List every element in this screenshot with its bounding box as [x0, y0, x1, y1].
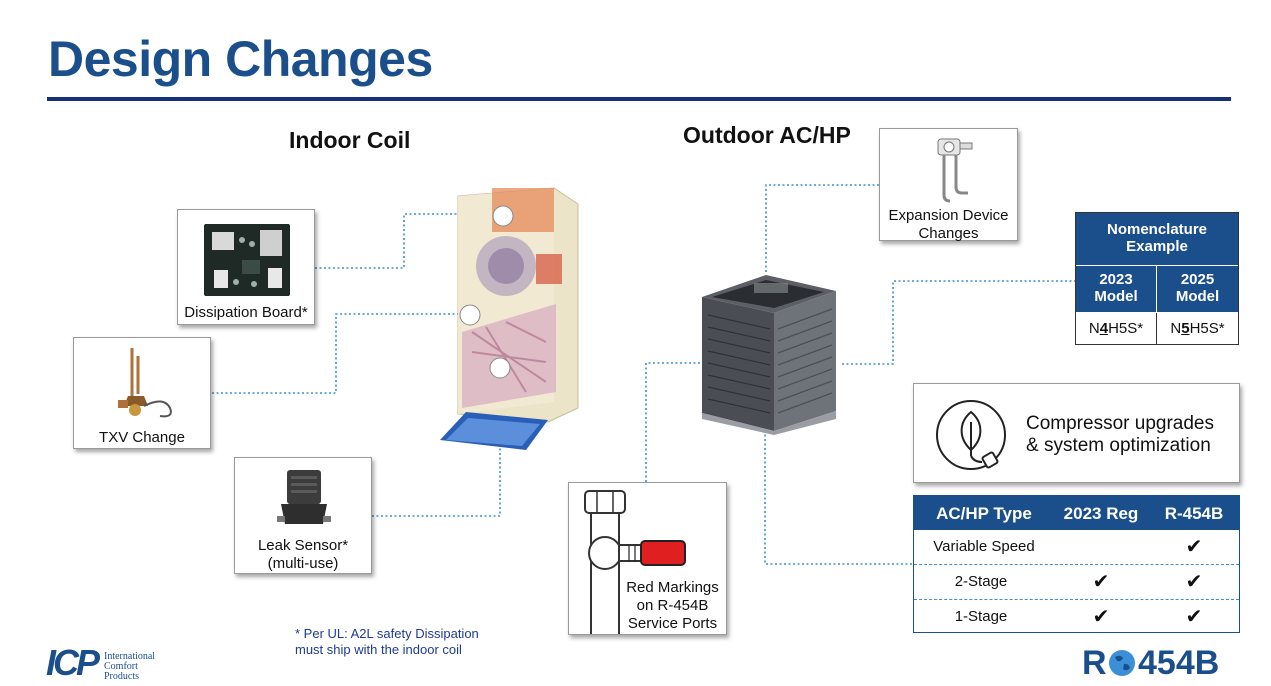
- leader-matrix: [764, 430, 913, 565]
- table-row: 2-Stage ✔ ✔: [914, 565, 1239, 600]
- row-type: 1-Stage: [954, 608, 1008, 625]
- matrix-header-r454b: R-454B: [1164, 504, 1224, 523]
- footnote-line-2: must ship with the indoor coil: [295, 642, 462, 657]
- table-row: 1-Stage ✔ ✔: [914, 600, 1239, 634]
- expansion-device-label-2: Changes: [918, 225, 979, 242]
- leak-sensor-callout: Leak Sensor* (multi-use): [234, 457, 372, 574]
- expansion-valve-icon: [937, 138, 973, 203]
- leader-expansion: [765, 184, 879, 272]
- matrix-header-row: AC/HP Type 2023 Reg R-454B: [914, 496, 1239, 530]
- red-markings-callout: Red Markings on R-454B Service Ports: [568, 482, 727, 635]
- leak-sensor-icon: [277, 470, 331, 524]
- matrix-header-2023: 2023 Reg: [1063, 504, 1139, 523]
- row-r454b-check: ✔: [1185, 606, 1203, 628]
- row-r454b-check: ✔: [1185, 571, 1203, 593]
- txv-change-callout: TXV Change: [73, 337, 211, 449]
- indoor-coil-illustration: [440, 187, 579, 450]
- leak-sensor-label-2: (multi-use): [267, 555, 339, 572]
- nomenclature-table: Nomenclature Example 2023 Model 2025 Mod…: [1075, 212, 1239, 345]
- marker-sensor: [489, 357, 511, 379]
- page-title: Design Changes: [48, 31, 433, 87]
- icp-logo: ICP International Comfort Products: [46, 642, 166, 684]
- leaf-plug-icon: [936, 400, 1006, 470]
- dissipation-board-callout: Dissipation Board*: [177, 209, 315, 325]
- red-markings-label-1: Red Markings: [626, 579, 719, 596]
- ac-hp-type-table: AC/HP Type 2023 Reg R-454B Variable Spee…: [913, 495, 1240, 633]
- row-2023-check: ✔: [1092, 606, 1110, 628]
- row-2023-check: ✔: [1092, 571, 1110, 593]
- r454b-logo: R 454B: [1082, 644, 1220, 682]
- service-port-icon: [584, 490, 686, 634]
- indoor-coil-heading: Indoor Coil: [289, 127, 411, 153]
- compressor-line-1: Compressor upgrades: [1026, 413, 1214, 434]
- model-2023-code: N4H5S*: [1076, 313, 1157, 344]
- outdoor-unit-illustration: [702, 275, 836, 435]
- marker-board: [492, 205, 514, 227]
- row-type: Variable Speed: [933, 538, 1035, 555]
- nomenclature-title: Nomenclature Example: [1076, 213, 1238, 266]
- expansion-device-callout: Expansion Device Changes: [879, 128, 1018, 242]
- footnote-line-1: * Per UL: A2L safety Dissipation: [295, 626, 479, 641]
- nomenclature-col-2023: 2023 Model: [1076, 266, 1157, 312]
- table-row: Variable Speed ✔: [914, 530, 1239, 565]
- txv-valve-icon: [118, 348, 172, 418]
- leader-txv: [212, 313, 462, 394]
- compressor-upgrades-box: Compressor upgrades & system optimizatio…: [913, 383, 1240, 483]
- compressor-line-2: & system optimization: [1026, 435, 1211, 456]
- leak-sensor-label-1: Leak Sensor*: [257, 537, 349, 554]
- leader-nomenclature: [842, 280, 1075, 365]
- globe-icon: [1109, 650, 1135, 676]
- nomenclature-col-2025: 2025 Model: [1157, 266, 1238, 312]
- icp-wordmark: International Comfort Products: [104, 651, 156, 682]
- title-underline: [47, 97, 1231, 101]
- row-r454b-check: ✔: [1185, 536, 1203, 558]
- leader-red-markings: [645, 362, 700, 482]
- txv-change-label: TXV Change: [99, 429, 185, 446]
- red-markings-label-2: on R-454B: [636, 597, 709, 614]
- icp-mark: ICP: [46, 642, 100, 683]
- matrix-header-type: AC/HP Type: [936, 504, 1032, 523]
- dissipation-board-label: Dissipation Board*: [184, 304, 308, 321]
- model-2025-code: N5H5S*: [1170, 320, 1225, 337]
- red-markings-label-3: Service Ports: [627, 615, 718, 632]
- outdoor-heading: Outdoor AC/HP: [683, 122, 851, 148]
- circuit-board-icon: [204, 224, 290, 296]
- row-type: 2-Stage: [954, 573, 1008, 590]
- marker-txv: [459, 304, 481, 326]
- footnote: * Per UL: A2L safety Dissipation must sh…: [295, 626, 479, 658]
- expansion-device-label-1: Expansion Device: [888, 207, 1009, 224]
